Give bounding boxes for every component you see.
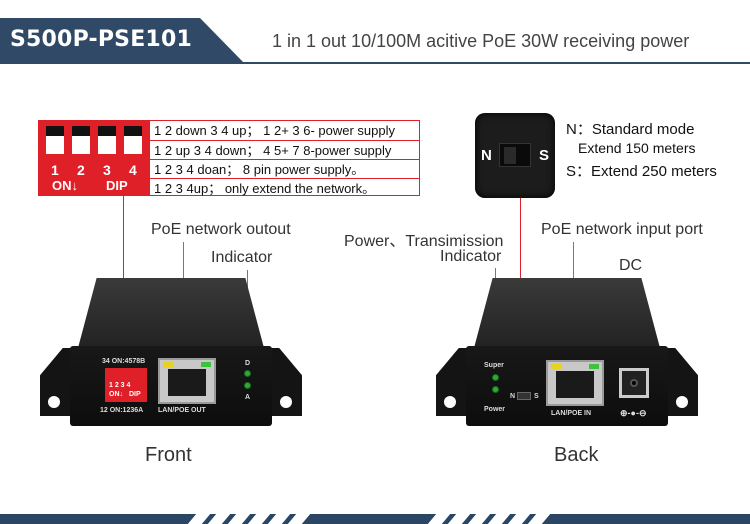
back-device: Super Power N S LAN/POE IN ⊕-●-⊖ bbox=[436, 278, 698, 428]
front-port-led-yellow bbox=[163, 362, 173, 367]
back-poe-port-label: PoE network input port bbox=[541, 221, 703, 238]
back-led-top-label: Super bbox=[484, 362, 504, 369]
back-switch-n-label: N bbox=[510, 393, 516, 400]
mode-n-text: Standard mode bbox=[591, 121, 695, 138]
dip-setting-row: 1 2 up 3 4 down； 4 5+ 7 8-power supply bbox=[150, 140, 420, 159]
back-mount-hole-right bbox=[676, 396, 688, 408]
front-mount-hole-right bbox=[280, 396, 292, 408]
dip-settings-table: 1 2 down 3 4 up； 1 2+ 3 6- power supply … bbox=[150, 120, 420, 196]
dip-number-1: 1 bbox=[51, 162, 59, 178]
back-dc-label: DC bbox=[619, 257, 643, 274]
ns-switch-slot bbox=[499, 143, 531, 167]
front-rj45-port bbox=[158, 358, 216, 404]
footer-bar bbox=[0, 514, 750, 524]
ns-switch-knob bbox=[504, 147, 516, 164]
dip-switch-3 bbox=[98, 126, 116, 154]
back-port-led-green bbox=[589, 364, 599, 369]
back-panel: Super Power N S LAN/POE IN ⊕-●-⊖ bbox=[466, 346, 668, 426]
front-port-led-green bbox=[201, 362, 211, 367]
back-switch-s-label: S bbox=[534, 393, 539, 400]
dip-setting-row: 1 2 3 4 doan； 8 pin power supply。 bbox=[150, 159, 420, 178]
green-led-icon bbox=[492, 374, 499, 381]
back-port-led-yellow bbox=[551, 364, 561, 369]
front-rj45-socket bbox=[168, 369, 206, 396]
dip-dip-label: DIP bbox=[106, 178, 128, 193]
front-dip-bottom-text: 12 ON:1236A bbox=[100, 407, 144, 414]
back-rj45-port bbox=[546, 360, 604, 406]
mode-s-key: S： bbox=[566, 163, 592, 180]
mode-s-text: Extend 250 meters bbox=[591, 163, 717, 180]
header-divider bbox=[0, 62, 750, 64]
dip-number-4: 4 bbox=[129, 162, 137, 178]
dip-switch-4 bbox=[124, 126, 142, 154]
page-subtitle: 1 in 1 out 10/100M acitive PoE 30W recei… bbox=[272, 31, 690, 51]
back-mount-hole-left bbox=[444, 396, 456, 408]
back-indicator-label-line1: Power、Transimission bbox=[344, 233, 504, 250]
dip-switch-diagram: 1 2 3 4 ON↓ DIP bbox=[38, 120, 150, 196]
green-led-icon bbox=[244, 382, 251, 389]
page-title: S500P-PSE101 bbox=[10, 27, 192, 52]
ns-switch-closeup: N S bbox=[475, 113, 555, 198]
green-led-icon bbox=[492, 386, 499, 393]
header: S500P-PSE101 1 in 1 out 10/100M acitive … bbox=[0, 0, 750, 66]
front-led-bottom-label: A bbox=[245, 394, 251, 401]
front-device-top bbox=[78, 278, 264, 348]
ns-switch-s-label: S bbox=[539, 147, 550, 164]
header-title-tab bbox=[0, 18, 245, 64]
dip-number-3: 3 bbox=[103, 162, 111, 178]
front-indicator-label: Indicator bbox=[211, 249, 273, 266]
front-device: 34 ON:4578B 1 2 3 4 ON↓ DIP 12 ON:1236A … bbox=[40, 278, 302, 428]
dip-switch-2 bbox=[72, 126, 90, 154]
front-port-label: LAN/POE OUT bbox=[158, 407, 206, 414]
dip-setting-row: 1 2 3 4up； only extend the network。 bbox=[150, 178, 420, 197]
dip-on-label: ON↓ bbox=[52, 178, 78, 193]
front-dip-switch: 1 2 3 4 ON↓ DIP bbox=[105, 368, 147, 402]
front-caption: Front bbox=[145, 444, 192, 466]
mode-n-detail: Extend 150 meters bbox=[578, 140, 696, 156]
dip-number-2: 2 bbox=[77, 162, 85, 178]
dc-polarity-symbol: ⊕-●-⊖ bbox=[620, 408, 647, 418]
back-ns-switch bbox=[517, 392, 531, 400]
front-mount-hole-left bbox=[48, 396, 60, 408]
front-dip-on: ON↓ bbox=[109, 391, 123, 398]
back-device-top bbox=[474, 278, 660, 348]
back-indicator-label-line2: Indicator bbox=[440, 248, 502, 265]
mode-n: N：Standard mode bbox=[566, 118, 694, 139]
ns-switch-n-label: N bbox=[481, 147, 492, 164]
mode-n-key: N： bbox=[566, 121, 592, 138]
front-dip-dip: DIP bbox=[129, 391, 141, 398]
front-panel: 34 ON:4578B 1 2 3 4 ON↓ DIP 12 ON:1236A … bbox=[70, 346, 272, 426]
dip-setting-row: 1 2 down 3 4 up； 1 2+ 3 6- power supply bbox=[154, 123, 396, 138]
back-port-label: LAN/POE IN bbox=[551, 410, 592, 417]
front-dip-top-text: 34 ON:4578B bbox=[102, 358, 146, 365]
mode-s: S：Extend 250 meters bbox=[566, 160, 717, 181]
dip-switch-1 bbox=[46, 126, 64, 154]
dc-power-jack bbox=[619, 368, 649, 398]
green-led-icon bbox=[244, 370, 251, 377]
front-dip-nums: 1 2 3 4 bbox=[109, 382, 131, 389]
back-led-bottom-label: Power bbox=[484, 406, 506, 413]
front-poe-port-label: PoE network outout bbox=[151, 221, 291, 238]
back-rj45-socket bbox=[556, 371, 594, 398]
back-caption: Back bbox=[554, 444, 599, 466]
front-led-top-label: D bbox=[245, 360, 251, 367]
dc-jack-pin bbox=[630, 379, 638, 387]
